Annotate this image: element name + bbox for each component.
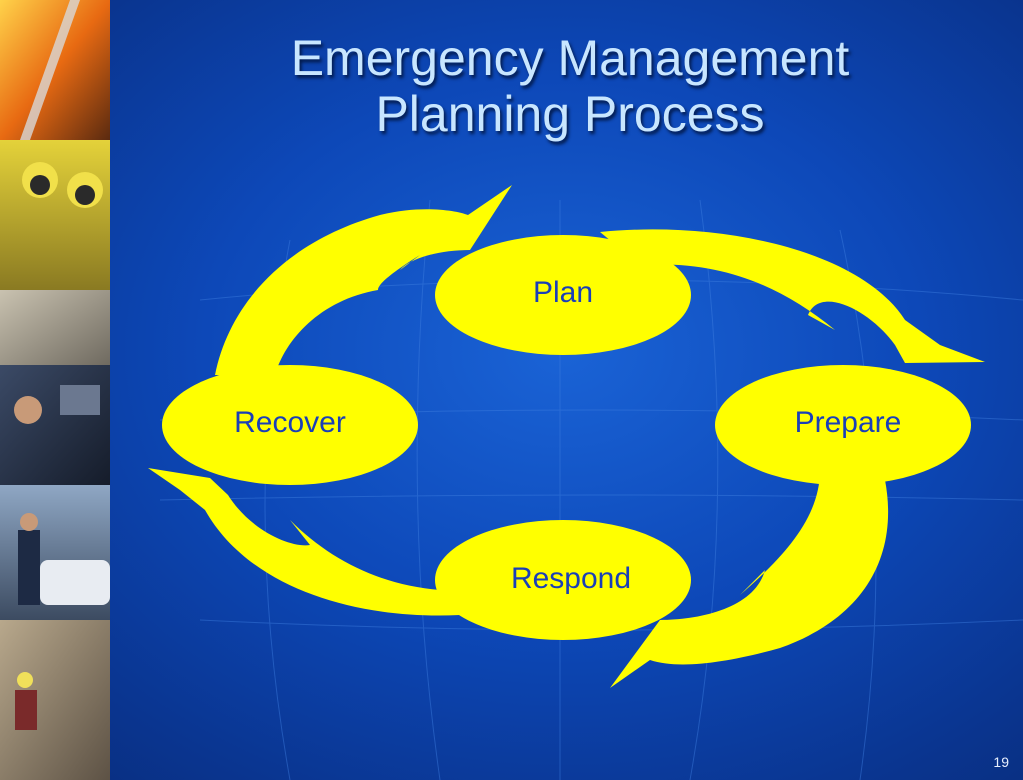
title-line-2: Planning Process [375,86,765,142]
arrow-plan-to-prepare [600,229,985,363]
page-number: 19 [993,754,1009,770]
node-label-recover: Recover [234,406,346,439]
arrow-recover-to-plan [215,185,512,375]
node-prepare [715,365,971,485]
title-line-1: Emergency Management [290,30,850,86]
arrow-respond-to-recover [148,468,460,616]
node-respond [435,520,691,640]
node-label-respond: Respond [510,562,632,595]
medical-team-photo [0,290,110,365]
slide-title: Emergency Management Planning Process [140,30,1000,142]
node-recover [162,365,418,485]
photo-sidebar [0,0,110,780]
sidebar-collage [0,0,110,780]
node-label-plan: Plan [532,276,594,309]
hazmat-suit-photo [0,140,110,290]
arrow-prepare-to-respond [610,470,889,688]
node-label-prepare: Prepare [794,406,902,439]
node-plan [435,235,691,355]
